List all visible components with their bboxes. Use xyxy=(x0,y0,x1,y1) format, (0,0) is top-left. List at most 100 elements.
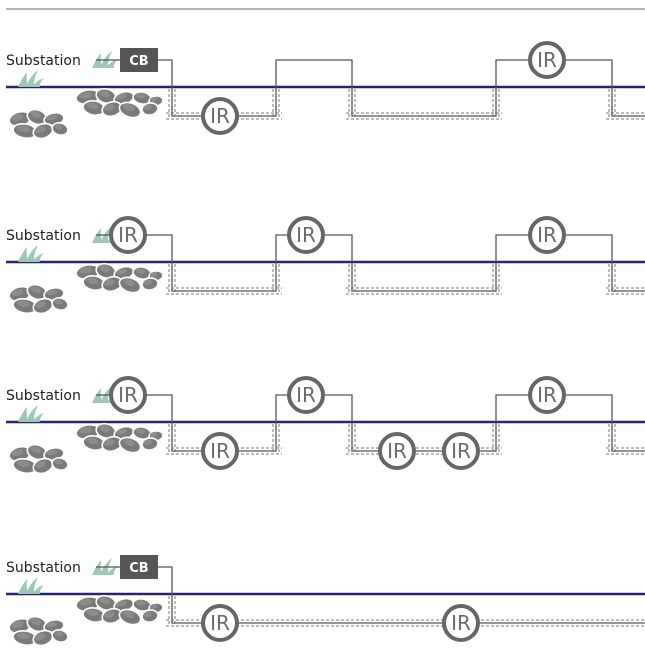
stone-highlight xyxy=(143,611,153,618)
stone-highlight xyxy=(46,449,58,456)
ir-device-label: IR xyxy=(118,383,138,407)
stone-highlight xyxy=(143,104,153,111)
cb-device-icon xyxy=(120,555,158,579)
top-divider xyxy=(6,8,645,10)
ir-device-icon xyxy=(109,216,147,254)
ir-device-label: IR xyxy=(451,439,471,463)
stone-highlight xyxy=(16,125,30,132)
stone-highlight xyxy=(123,278,135,287)
cb-device-label: CB xyxy=(129,561,148,576)
ir-device-label: IR xyxy=(537,383,557,407)
ir-device-label: IR xyxy=(296,223,316,247)
stone-highlight xyxy=(11,289,24,297)
stone-highlight xyxy=(35,461,46,469)
feeder-wire xyxy=(146,394,645,452)
stone-highlight xyxy=(16,460,30,467)
stone-highlight xyxy=(99,90,110,97)
stone-highlight xyxy=(35,126,46,134)
stone-highlight xyxy=(104,439,115,446)
substation-label: Substation xyxy=(6,560,81,576)
stone-highlight xyxy=(46,621,58,628)
grass-icon xyxy=(32,585,44,594)
stone-highlight xyxy=(99,597,110,604)
stone-highlight xyxy=(104,104,115,111)
ir-device-icon xyxy=(378,432,416,470)
ir-device-label: IR xyxy=(118,223,138,247)
ir-device-label: IR xyxy=(210,439,230,463)
stone-highlight xyxy=(11,114,24,122)
stone-highlight xyxy=(54,630,63,637)
substation-label: Substation xyxy=(6,388,81,404)
stone-highlight xyxy=(30,110,42,118)
feeder-wire xyxy=(158,566,645,624)
stone-highlight xyxy=(30,445,42,453)
ir-device-label: IR xyxy=(451,611,471,635)
ir-device-label: IR xyxy=(387,439,407,463)
substation-label: Substation xyxy=(6,53,81,69)
stone-highlight xyxy=(135,599,146,606)
stone-highlight xyxy=(135,427,146,434)
stone-highlight xyxy=(123,438,135,447)
grass-icon xyxy=(106,59,118,68)
stone-highlight xyxy=(86,609,99,616)
stone-highlight xyxy=(135,267,146,274)
ir-device-label: IR xyxy=(210,104,230,128)
ir-device-icon xyxy=(201,432,239,470)
stone-highlight xyxy=(104,611,115,618)
stone-highlight xyxy=(46,289,58,296)
stone-highlight xyxy=(16,300,30,307)
stone-highlight xyxy=(116,600,127,607)
stone-highlight xyxy=(149,604,158,609)
ir-device-icon xyxy=(528,216,566,254)
ir-device-label: IR xyxy=(537,48,557,72)
ir-device-icon xyxy=(201,604,239,642)
grass-icon xyxy=(32,413,44,422)
grass-icon xyxy=(26,70,38,87)
ir-device-icon xyxy=(201,97,239,135)
stone-highlight xyxy=(30,285,42,293)
stone-highlight xyxy=(79,599,93,606)
stone-highlight xyxy=(54,458,63,465)
stone-highlight xyxy=(135,92,146,99)
grass-icon xyxy=(18,72,28,87)
grass-icon xyxy=(18,247,28,262)
stone-highlight xyxy=(116,268,127,275)
stone-highlight xyxy=(11,449,24,457)
ir-device-icon xyxy=(109,376,147,414)
stone-highlight xyxy=(46,114,58,121)
grass-icon xyxy=(32,253,44,262)
panel-2: Substation IR IR IR xyxy=(6,216,645,315)
ir-device-icon xyxy=(528,41,566,79)
stone-highlight xyxy=(35,301,46,309)
stone-highlight xyxy=(86,102,99,109)
ir-device-icon xyxy=(528,376,566,414)
substation-label: Substation xyxy=(6,228,81,244)
stone-highlight xyxy=(123,610,135,619)
stone-highlight xyxy=(79,267,93,274)
stone-highlight xyxy=(104,279,115,286)
stone-highlight xyxy=(16,632,30,639)
stone-highlight xyxy=(79,427,93,434)
grass-icon xyxy=(18,579,28,594)
stone-highlight xyxy=(99,265,110,272)
feeder-wire xyxy=(146,59,645,117)
grass-icon xyxy=(26,405,38,422)
ir-device-icon xyxy=(287,216,325,254)
cb-device-label: CB xyxy=(129,54,148,69)
ir-device-label: IR xyxy=(296,383,316,407)
stone-highlight xyxy=(149,97,158,102)
stone-highlight xyxy=(35,633,46,641)
stone-highlight xyxy=(143,279,153,286)
grass-icon xyxy=(26,245,38,262)
stone-highlight xyxy=(143,439,153,446)
stone-highlight xyxy=(11,621,24,629)
stone-highlight xyxy=(86,277,99,284)
stone-highlight xyxy=(149,272,158,277)
ir-device-label: IR xyxy=(537,223,557,247)
ir-device-icon xyxy=(287,376,325,414)
stone-highlight xyxy=(54,123,63,130)
stone-highlight xyxy=(86,437,99,444)
